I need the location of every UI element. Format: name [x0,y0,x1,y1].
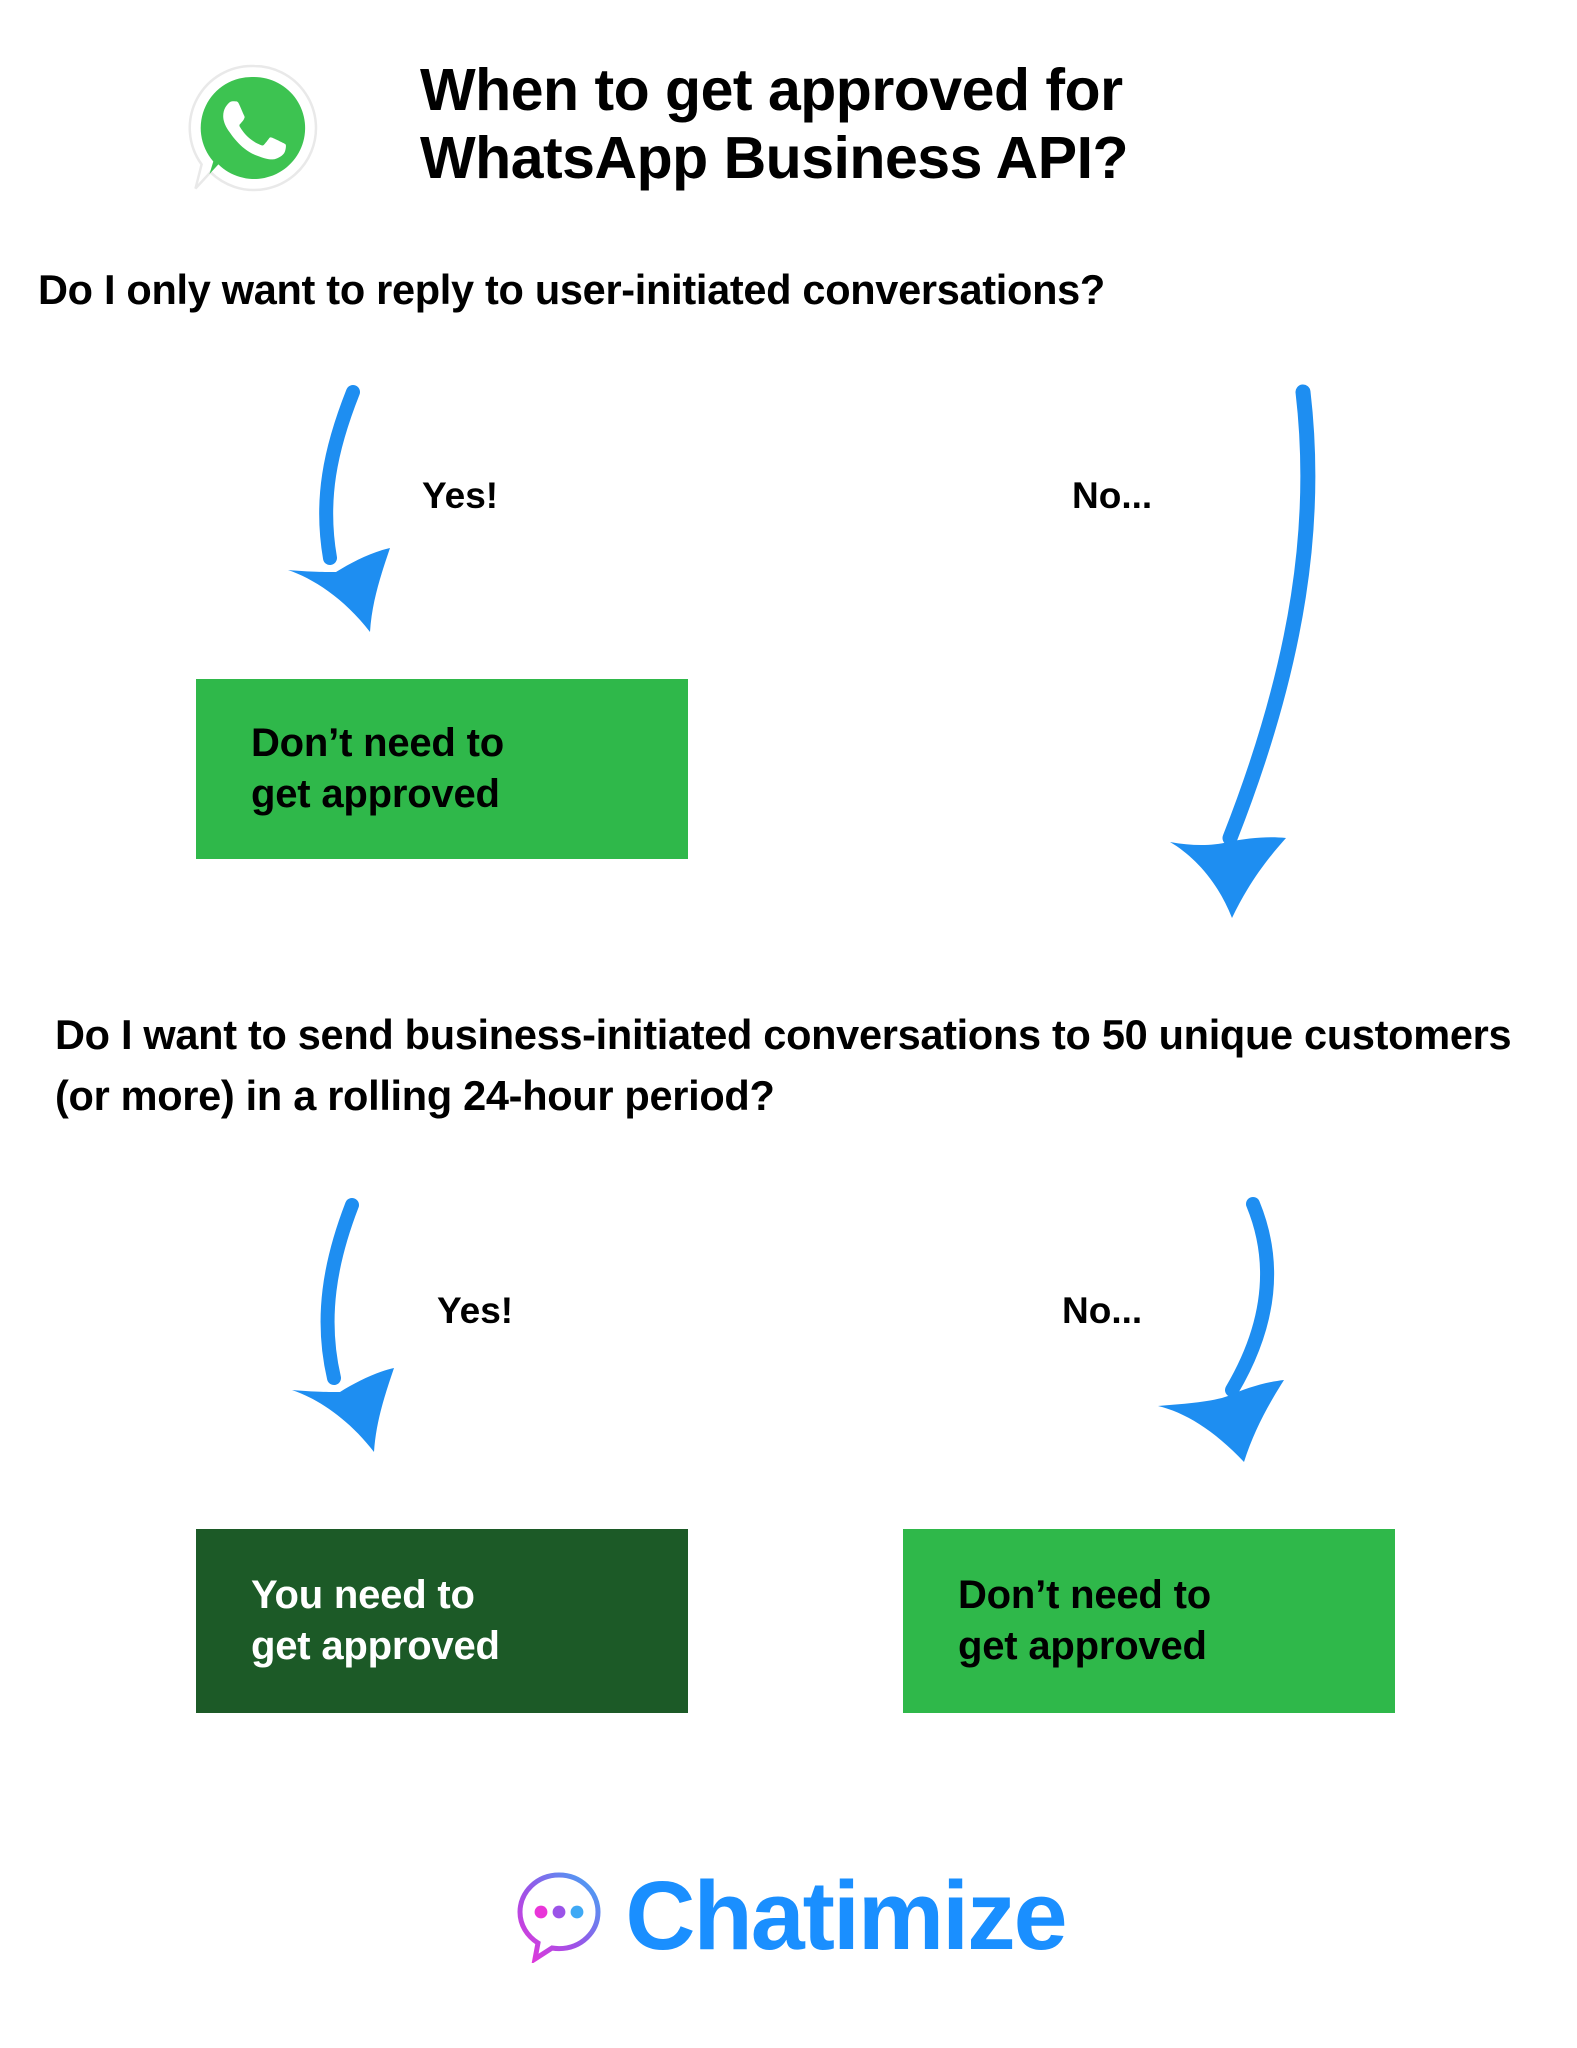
arrow-yes-two [292,1198,394,1452]
branch-label-yes-two: Yes! [437,1290,514,1331]
branch-label-yes-one: Yes! [422,475,499,516]
brand-logo: Chatimize [0,1840,1577,1990]
header: When to get approved for WhatsApp Busine… [0,28,1577,208]
whatsapp-icon [186,60,322,196]
outcome-box-no-approval-top: Don’t need to get approved [196,679,688,859]
chat-bubble-icon [511,1867,607,1965]
question-two: Do I want to send business-initiated con… [55,1011,1512,1119]
question-one: Do I only want to reply to user-initiate… [38,266,1105,313]
outcome-box-need-approval: You need to get approved [196,1529,688,1713]
arrow-no-one [1170,384,1316,918]
arrow-yes-one [288,385,390,632]
page-title: When to get approved for WhatsApp Busine… [420,57,1129,192]
arrow-no-two [1158,1197,1284,1462]
outcome-box-no-approval-bottom: Don’t need to get approved [903,1529,1395,1713]
branch-label-no-two: No... [1062,1290,1143,1331]
brand-name: Chatimize [625,1860,1067,1970]
branch-label-no-one: No... [1072,475,1153,516]
